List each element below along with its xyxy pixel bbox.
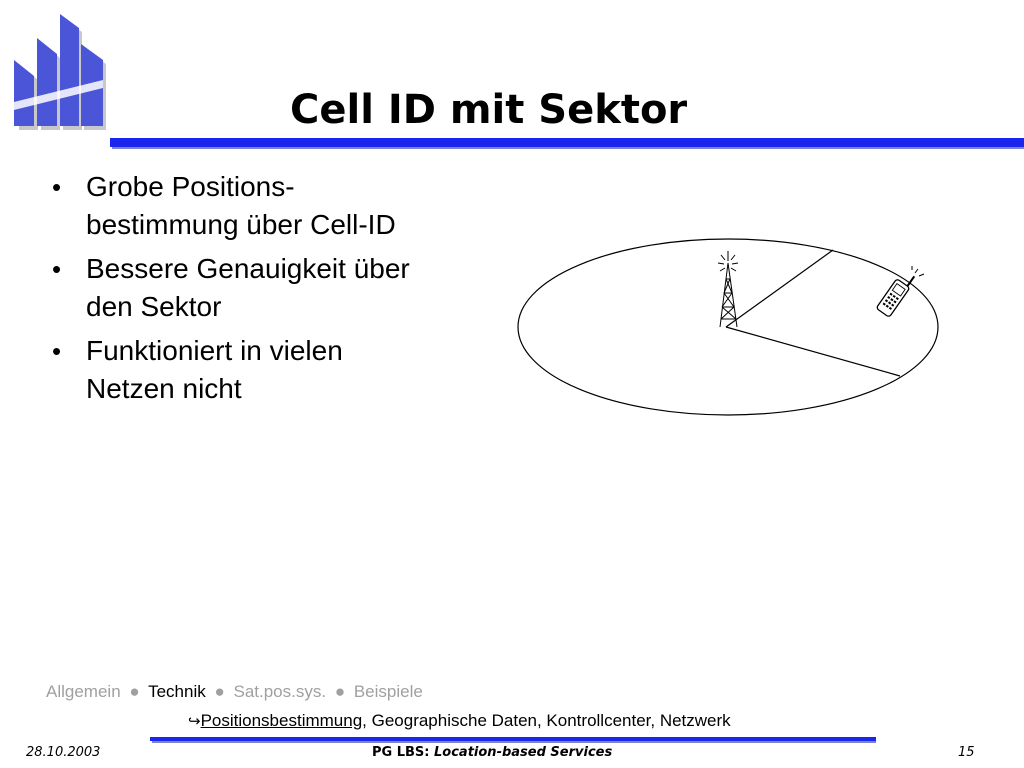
cell-area-ellipse (517, 238, 939, 416)
sector-boundary-upper (725, 249, 834, 328)
bullet-text: Grobe Positions- (86, 171, 295, 202)
nav-section-allgemein[interactable]: Allgemein (46, 682, 121, 701)
nav-section-satpossys[interactable]: Sat.pos.sys. (233, 682, 327, 701)
section-navigation: Allgemein ● Technik ● Sat.pos.sys. ● Bei… (46, 681, 423, 703)
bullet-text: bestimmung über Cell-ID (86, 209, 396, 240)
nav-section-technik[interactable]: Technik (148, 682, 206, 701)
nav-separator: ● (334, 682, 346, 701)
sub-arrow-icon: ↪ (188, 713, 201, 730)
footer-course-name: Location-based Services (434, 745, 613, 760)
bullet-text: den Sektor (86, 291, 222, 322)
bullet-glyph: • (52, 254, 62, 284)
bullet-text: Bessere Genauigkeit über (86, 253, 410, 284)
bullet-item: • Bessere Genauigkeit über den Sektor (50, 250, 490, 326)
cell-sector-diagram (517, 238, 939, 416)
bullet-glyph: • (52, 336, 62, 366)
nav-separator: ● (214, 682, 225, 701)
footer-bar (150, 737, 876, 741)
footer-course-label: PG LBS: (372, 745, 430, 760)
page-number: 15 (958, 745, 975, 760)
bullet-glyph: • (52, 172, 62, 202)
slide-title: Cell ID mit Sektor (290, 87, 688, 133)
footer-course: PG LBS: Location-based Services (372, 744, 612, 762)
other-topics: , Geographische Daten, Kontrollcenter, N… (362, 711, 731, 730)
title-underline-bar (110, 138, 1024, 147)
signal-waves-icon (911, 266, 925, 277)
footer-date: 28.10.2003 (26, 745, 101, 760)
topic-navigation: ↪Positionsbestimmung, Geographische Date… (188, 710, 731, 733)
sector-boundary-lower (725, 326, 901, 377)
bullet-text: Funktioniert in vielen (86, 335, 343, 366)
title-underline-shadow (112, 147, 1024, 149)
bullet-item: • Funktioniert in vielen Netzen nicht (50, 332, 490, 408)
nav-section-beispiele[interactable]: Beispiele (353, 682, 423, 701)
mobile-phone-icon (876, 275, 916, 317)
bullet-text: Netzen nicht (86, 373, 242, 404)
bullet-list: • Grobe Positions- bestimmung über Cell-… (50, 168, 490, 414)
antenna-tower-icon (717, 251, 739, 328)
current-topic-link[interactable]: Positionsbestimmung (200, 711, 363, 730)
bullet-item: • Grobe Positions- bestimmung über Cell-… (50, 168, 490, 244)
university-logo (14, 14, 106, 130)
nav-separator: ● (129, 682, 140, 701)
footer-bar-shadow (152, 741, 876, 743)
